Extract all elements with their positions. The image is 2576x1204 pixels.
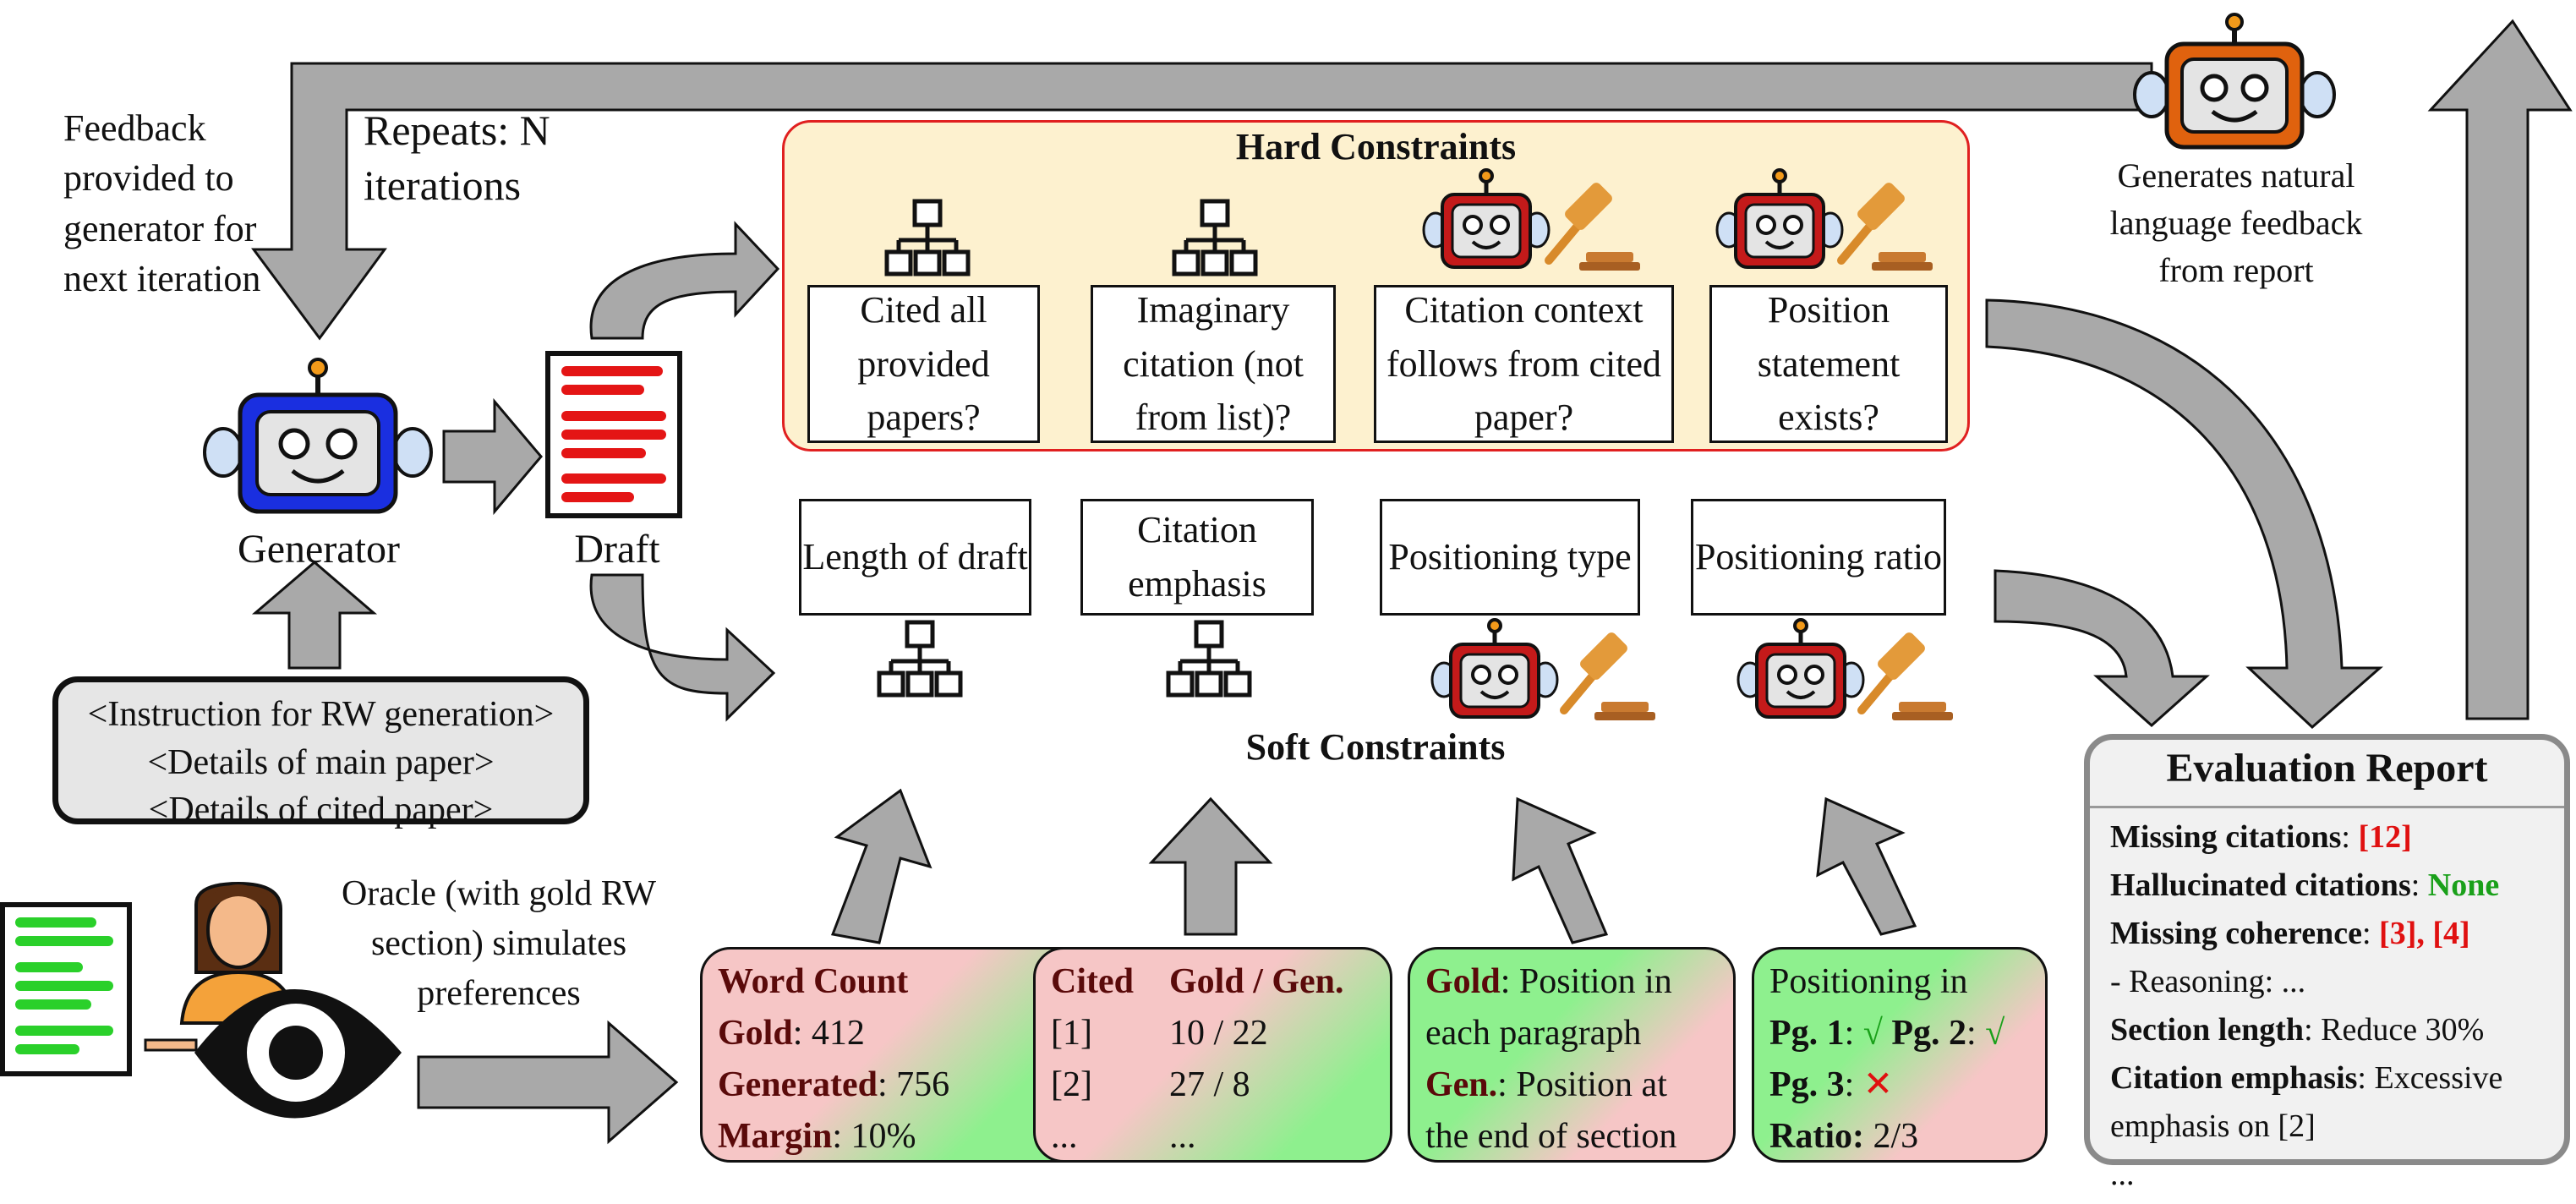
reasoning-text: - Reasoning: ... xyxy=(2110,964,2306,999)
robot-judge-icon xyxy=(1738,620,1863,717)
arrows xyxy=(251,19,2573,1145)
soft-constraints-title: Soft Constraints xyxy=(1245,726,1506,768)
gen-label: Gen. xyxy=(1425,1064,1498,1104)
generated-label: Generated xyxy=(718,1064,878,1104)
hierarchy-icon xyxy=(1168,622,1250,695)
missing-citations-value: [12] xyxy=(2358,819,2412,855)
position-card: Gold: Position in each paragraph Gen.: P… xyxy=(1408,947,1736,1163)
ratio-card-title: Positioning in xyxy=(1769,962,1968,1001)
evaluation-report: Evaluation Report Missing citations: [12… xyxy=(2084,734,2570,1192)
repeats-text: Repeats: N iterations xyxy=(364,107,550,209)
gavel-icon xyxy=(1862,631,1953,720)
cited-header: Cited xyxy=(1051,962,1134,1001)
robot-judge-icon xyxy=(1424,170,1549,267)
ratio-card: Positioning in Pg. 1: √ Pg. 2: √ Pg. 3: … xyxy=(1752,947,2048,1163)
generator-label: Generator xyxy=(238,527,400,572)
feedback-text: Feedback provided to generator for next … xyxy=(63,107,261,300)
diagram-canvas xyxy=(0,13,2573,1145)
eye-icon xyxy=(194,989,402,1119)
ratio-value: 2/3 xyxy=(1873,1116,1919,1156)
soft-constraint-item: Citation emphasis xyxy=(1080,499,1314,616)
report-robot-icon xyxy=(2133,13,2336,150)
margin-label: Margin xyxy=(718,1116,833,1156)
instruction-line: <Details of main paper> xyxy=(147,742,495,782)
page1-label: Pg. 1 xyxy=(1769,1013,1845,1053)
page2-label: Pg. 2 xyxy=(1891,1013,1967,1053)
cited-cell: [1] xyxy=(1051,1013,1092,1053)
oracle-person-icon xyxy=(144,881,298,1052)
hallucinated-value: None xyxy=(2427,867,2500,903)
hierarchy-icon xyxy=(879,622,960,695)
hard-constraints-title: Hard Constraints xyxy=(1235,126,1517,167)
instruction-line: <Details of cited paper> xyxy=(148,791,494,830)
hierarchy-icon xyxy=(887,201,968,274)
draft-label: Draft xyxy=(574,527,660,572)
gen-position-text: : Position at the end of section xyxy=(1425,1064,1677,1156)
emphasis-value: : Excessive emphasis on [2] xyxy=(2110,1060,2503,1144)
generated-value: : 756 xyxy=(877,1064,950,1104)
gold-gen-cell: 27 / 8 xyxy=(1169,1064,1250,1104)
coherence-value: [3], [4] xyxy=(2379,916,2470,951)
page1-check: √ xyxy=(1862,1013,1883,1053)
cited-cell: [2] xyxy=(1051,1064,1092,1104)
gold-label: Gold xyxy=(718,1013,793,1053)
gold-document-icon xyxy=(0,902,132,1076)
report-ellipsis: ... xyxy=(2110,1157,2135,1192)
soft-constraint-item: Positioning type xyxy=(1380,499,1640,616)
draft-document-icon xyxy=(545,351,682,518)
page2-check: √ xyxy=(1985,1013,2005,1053)
soft-constraint-item: Length of draft xyxy=(799,499,1031,616)
length-value: : Reduce 30% xyxy=(2304,1012,2485,1048)
page3-label: Pg. 3 xyxy=(1769,1064,1845,1104)
citation-card: Cited Gold / Gen. [1] 10 / 22 [2] 27 / 8 ..… xyxy=(1033,947,1392,1163)
hard-constraint-item: Citation context follows from cited pape… xyxy=(1374,285,1674,443)
cited-cell: ... xyxy=(1051,1116,1078,1156)
gold-label: Gold xyxy=(1425,962,1501,1001)
hard-constraint-item: Imaginary citation (not from list)? xyxy=(1091,285,1336,443)
gold-gen-header: Gold / Gen. xyxy=(1169,962,1344,1001)
word-count-title: Word Count xyxy=(718,962,909,1001)
gold-gen-cell: 10 / 22 xyxy=(1169,1013,1268,1053)
coherence-label: Missing coherence xyxy=(2110,916,2362,951)
robot-judge-icon xyxy=(1432,620,1557,717)
gavel-icon xyxy=(1549,181,1640,271)
gold-position-text: : Position in each paragraph xyxy=(1425,962,1672,1053)
page3-cross: ✕ xyxy=(1862,1064,1894,1104)
hallucinated-label: Hallucinated citations xyxy=(2110,867,2411,903)
gold-gen-cell: ... xyxy=(1169,1116,1196,1156)
gavel-icon xyxy=(1564,631,1655,720)
ratio-label: Ratio: xyxy=(1769,1116,1864,1156)
length-label: Section length xyxy=(2110,1012,2305,1048)
instruction-box: <Instruction for RW generation> <Details… xyxy=(52,676,589,829)
gavel-icon xyxy=(1841,181,1933,271)
hard-constraint-item: Cited all provided papers? xyxy=(807,285,1040,443)
robot-judge-icon xyxy=(1717,170,1842,267)
report-title: Evaluation Report xyxy=(2090,740,2564,808)
emphasis-label: Citation emphasis xyxy=(2110,1060,2358,1096)
missing-citations-label: Missing citations xyxy=(2110,819,2342,855)
instruction-line: <Instruction for RW generation> xyxy=(87,695,555,734)
hard-constraint-item: Position statement exists? xyxy=(1709,285,1948,443)
report-robot-text: Generates natural language feedback from… xyxy=(2109,156,2363,289)
soft-constraint-item: Positioning ratio xyxy=(1691,499,1946,616)
generator-robot-icon xyxy=(203,358,433,514)
gold-value: : 412 xyxy=(792,1013,865,1053)
oracle-text: Oracle (with gold RW section) simulates … xyxy=(341,874,657,1013)
hierarchy-icon xyxy=(1174,201,1255,274)
margin-value: : 10% xyxy=(832,1116,916,1156)
